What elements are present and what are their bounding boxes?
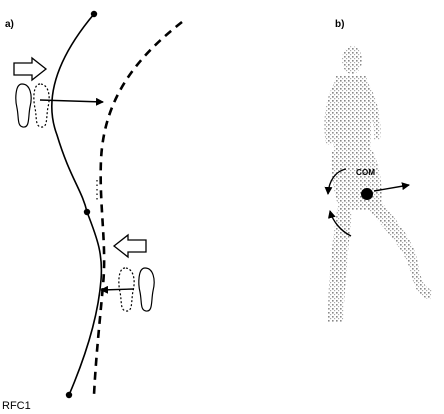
- solid-trajectory: [51, 13, 103, 396]
- com-point: [361, 188, 373, 200]
- footprints-upper: [15, 83, 50, 128]
- dashed-trajectory: [92, 20, 183, 396]
- trajectory-node-bottom: [65, 391, 73, 399]
- com-forward-arrow: [373, 182, 410, 192]
- hollow-arrow-left: [112, 233, 147, 259]
- arrow-upper-horizontal: [39, 97, 104, 106]
- com-label: COM: [356, 168, 376, 177]
- panel-a-label: a): [5, 19, 14, 30]
- trajectory-node-mid: [83, 208, 91, 216]
- rotation-arrow-lower: [327, 210, 352, 237]
- panel-b-label: b): [335, 19, 345, 30]
- rotation-arrow-upper: [324, 168, 347, 195]
- arrow-lower-horizontal: [100, 285, 135, 294]
- human-silhouette: [324, 46, 432, 322]
- hollow-arrow-right: [13, 56, 48, 82]
- trajectory-label: RFC1: [2, 400, 31, 412]
- trajectory-node-top: [90, 10, 98, 18]
